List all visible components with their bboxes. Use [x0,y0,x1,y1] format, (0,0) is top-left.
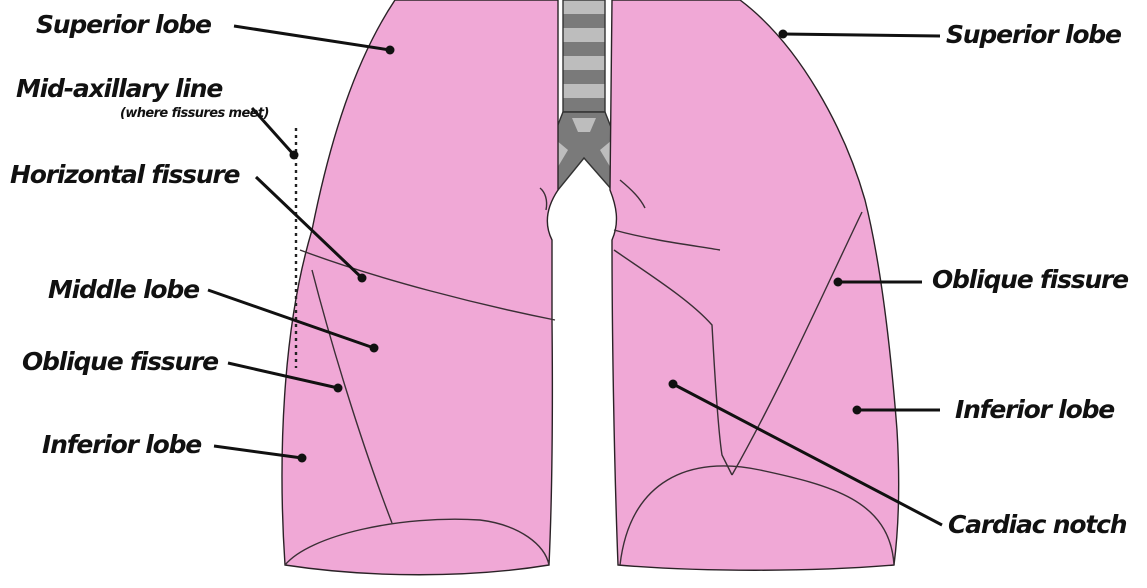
mid-axillary-line-label: Mid-axillary line [16,74,222,103]
middle-lobe-label: Middle lobe [48,275,199,304]
left-inferior-lobe-label: Inferior lobe [955,395,1114,424]
left-lung [610,0,899,570]
mid-axillary-note-label: (where fissures meet) [120,106,269,121]
left-superior-lobe-label: Superior lobe [946,20,1121,49]
cardiac-notch-label: Cardiac notch [948,510,1127,539]
right-oblique-fissure-label: Oblique fissure [22,347,218,376]
left-oblique-fissure-label: Oblique fissure [932,265,1128,294]
right-inferior-lobe-label: Inferior lobe [42,430,201,459]
right-superior-lobe-label: Superior lobe [36,10,211,39]
horizontal-fissure-label: Horizontal fissure [10,160,240,189]
